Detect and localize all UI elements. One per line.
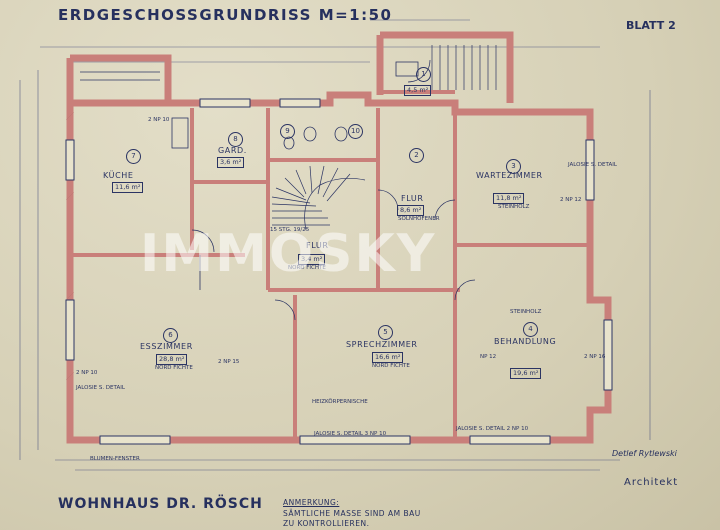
radiator-label-np16: 2 NP 16 [584,354,606,360]
radiator-label-east: 2 NP 12 [560,197,582,203]
architect-label: Architekt [624,477,679,488]
radiator-label-sprech-west: 2 NP 15 [218,359,240,365]
room-number-1: 1 [416,67,431,82]
note-line-2: ZU KONTROLLIEREN. [283,519,370,528]
window-marks [65,98,613,445]
note-heading: ANMERKUNG: [283,498,340,507]
room-area-flur-lower: 3,4 m² [298,254,326,265]
room-area-sprechzimmer: 16,6 m² [372,352,404,363]
outer-walls [66,31,612,444]
room-area-gard: 3,6 m² [217,157,245,168]
sheet-number: BLATT 2 [626,19,676,32]
room-label-kueche: KÜCHE [103,171,134,180]
floor-note-sprechzimmer: NORD FICHTE [372,363,410,369]
room-label-gard: GARD. [218,146,247,155]
room-label-sprechzimmer: SPRECHZIMMER [346,340,418,349]
blind-note-southeast: JALOSIE S. DETAIL 2 NP 10 [456,426,529,432]
room-number-7: 7 [126,149,141,164]
radiator-niche-note: HEIZKÖRPERNISCHE [312,399,368,405]
floor-note-flur-upper: SOLNHOFENER [398,216,440,222]
project-title: WOHNHAUS DR. RÖSCH [58,496,263,512]
floor-note-esszimmer: NORD FICHTE [155,365,193,371]
watermark: IMMOSKY [140,224,437,284]
room-area-flur-upper: 8,6 m² [397,205,425,216]
stair-treads [80,45,497,231]
room-number-3: 3 [506,159,521,174]
room-number-10: 10 [348,124,363,139]
room-label-wartezimmer: WARTEZIMMER [476,171,543,180]
room-number-8: 8 [228,132,243,147]
note-line-1: SÄMTLICHE MASSE SIND AM BAU [283,509,421,518]
room-area-kueche: 11,6 m² [112,182,144,193]
drawing-title: ERDGESCHOSSGRUNDRISS M=1:50 [58,6,393,24]
wall-hatching [65,111,75,381]
radiator-label-west: 2 NP 10 [76,370,98,376]
room-area-wartezimmer: 11,8 m² [493,193,525,204]
radiator-label-kueche: 2 NP 10 [148,117,170,123]
room-label-behandlung: BEHANDLUNG [494,337,557,346]
room-label-flur-lower: FLUR [306,241,329,250]
architect-signature: Detlef Rytlewski [612,449,677,458]
room-number-6: 6 [163,328,178,343]
room-number-9: 9 [280,124,295,139]
flower-window-label: BLUMEN-FENSTER [90,456,140,462]
inner-walls [70,90,590,440]
room-label-esszimmer: ESSZIMMER [140,342,193,351]
room-number-2: 2 [409,148,424,163]
room-number-4: 4 [523,322,538,337]
blind-note-east: JALOSIE S. DETAIL [568,162,617,168]
radiator-label-behandlung: NP 12 [480,354,497,360]
room-number-5: 5 [378,325,393,340]
floor-note-flur-lower: NORD FICHTE [288,265,326,271]
stair-note: 15 STG. 19/25 [270,227,310,233]
blind-note-south: JALOSIE S. DETAIL 3 NP 10 [314,431,387,437]
floor-note-behandlung: STEINHOLZ [510,309,542,315]
room-area-esszimmer: 28,8 m² [156,354,188,365]
blind-note-west: JALOSIE S. DETAIL [76,385,125,391]
floor-note-wartezimmer: STEINHOLZ [498,204,530,210]
room-area-behandlung: 19,6 m² [510,368,542,379]
room-label-flur-upper: FLUR [401,194,424,203]
room-area-vestibule: 4,5 m² [404,85,432,96]
